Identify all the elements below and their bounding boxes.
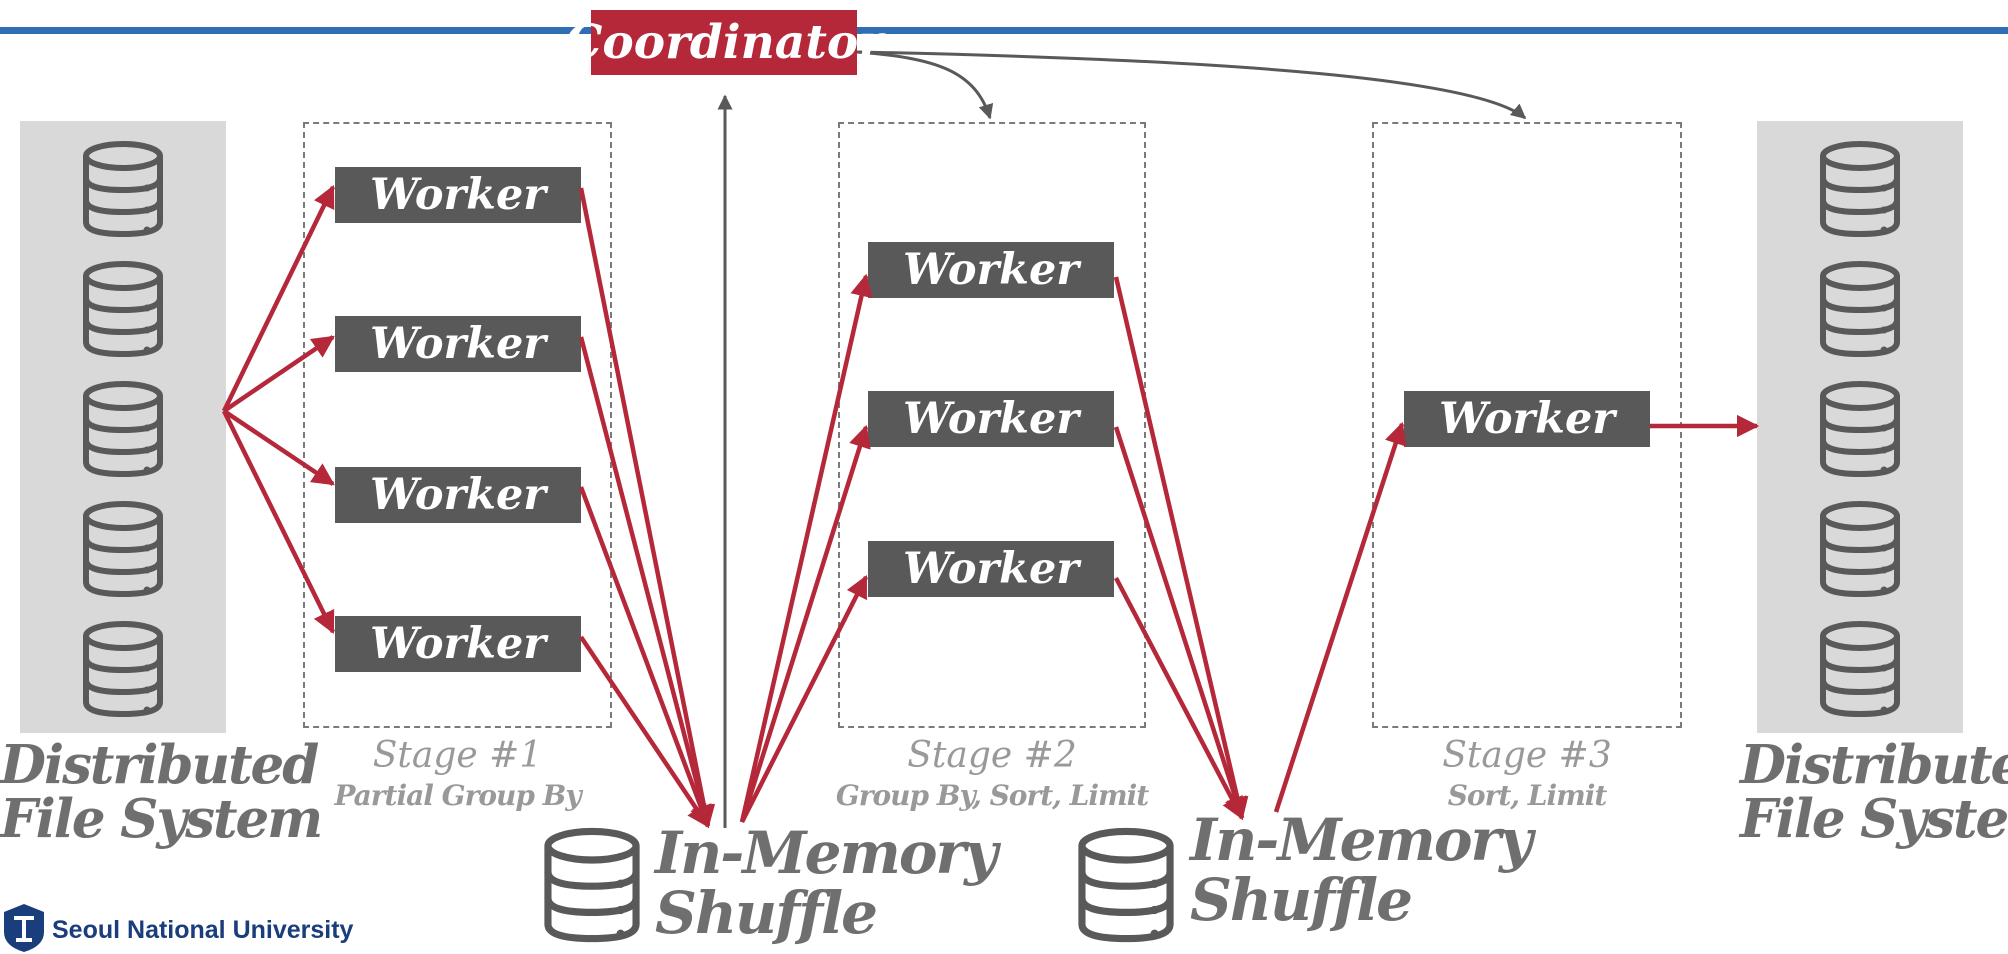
database-icon <box>83 141 163 237</box>
stage-2-worker: Worker <box>868 242 1114 298</box>
database-icon <box>83 381 163 477</box>
worker-to-shuffle-arrow <box>578 187 716 829</box>
shuffle-to-worker-arrow <box>739 424 871 823</box>
database-icon <box>1820 621 1900 717</box>
dfs-left-label: Distributed File System <box>0 734 323 850</box>
dfs-to-worker-arrow <box>221 184 336 412</box>
shuffle-2-label-line1: In-Memory <box>1190 806 1533 874</box>
stage-2-worker: Worker <box>868 391 1114 447</box>
dfs-left-label-line2: File System <box>0 788 323 850</box>
database-icon <box>1078 827 1174 943</box>
header-bar <box>0 27 2008 34</box>
worker-to-shuffle-arrow <box>1114 576 1244 820</box>
stage-1-worker: Worker <box>335 316 581 372</box>
shuffle-1-label-line1: In-Memory <box>655 819 998 887</box>
stage-2-box <box>838 122 1146 728</box>
dfs-right-label-line1: Distributed <box>1740 734 2008 796</box>
worker-to-shuffle-arrow <box>578 486 712 829</box>
database-icon <box>1820 141 1900 237</box>
worker-to-shuffle-arrow <box>1113 426 1247 821</box>
stage-1-worker: Worker <box>335 616 581 672</box>
stage-2-subtitle: Group By, Sort, Limit <box>835 779 1149 812</box>
university-logo-icon <box>4 904 44 952</box>
dfs-right-label-line2: File System <box>1740 788 2008 850</box>
shuffle-2-label: In-Memory Shuffle <box>1190 806 1533 934</box>
dfs-left-label-line1: Distributed <box>0 734 319 796</box>
database-icon <box>1820 261 1900 357</box>
shuffle-1-label-line2: Shuffle <box>655 879 878 947</box>
dfs-to-worker-arrow <box>222 409 335 486</box>
dfs-to-worker-arrow <box>221 410 336 635</box>
shuffle-to-worker-arrow <box>739 273 873 823</box>
database-icon <box>1820 501 1900 597</box>
stage-1-subtitle: Partial Group By <box>334 779 581 812</box>
stage-2-worker: Worker <box>868 541 1114 597</box>
stage-3-subtitle: Sort, Limit <box>1447 779 1608 812</box>
stage-3-worker: Worker <box>1404 391 1650 447</box>
shuffle-1-label: In-Memory Shuffle <box>655 819 998 947</box>
database-icon <box>83 621 163 717</box>
stage-3-title: Stage #3 <box>1442 735 1612 776</box>
coordinator-box: Coordinator <box>565 10 883 75</box>
shuffle-to-worker-arrow <box>739 574 869 824</box>
stage-1-box <box>303 122 612 728</box>
stage-1-title: Stage #1 <box>372 735 543 776</box>
stage-1-worker: Worker <box>335 467 581 523</box>
worker-to-shuffle-arrow <box>1113 276 1249 821</box>
stage-2-title: Stage #2 <box>907 735 1077 776</box>
worker-to-shuffle-arrow <box>579 635 710 828</box>
university-name: Seoul National University <box>52 916 354 944</box>
database-icon <box>544 827 640 943</box>
dfs-to-worker-arrow <box>222 335 335 413</box>
dfs-right-label: Distributed File System <box>1740 738 2008 846</box>
coordinator-to-stage-3-arrow <box>856 50 1527 120</box>
shuffle-2-label-line2: Shuffle <box>1190 866 1413 934</box>
shuffle-to-worker-arrow <box>1273 421 1407 813</box>
stage-1-worker: Worker <box>335 167 581 223</box>
database-icon <box>83 501 163 597</box>
database-icon <box>1820 381 1900 477</box>
database-icon <box>83 261 163 357</box>
coordinator-to-stage-2-arrow <box>856 50 994 120</box>
worker-to-shuffle-arrow <box>578 336 714 829</box>
